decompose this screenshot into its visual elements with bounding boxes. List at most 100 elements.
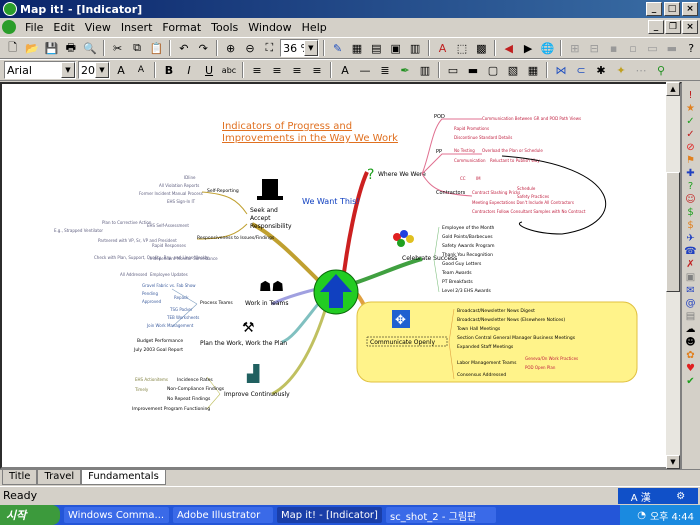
fill-icon[interactable]: ▥	[419, 63, 431, 77]
celebrate-label[interactable]: Celebrate Success	[402, 255, 457, 262]
palette-icon[interactable]: @	[685, 298, 696, 309]
seek-sub[interactable]: Responsiveness to Issues/Findings	[197, 235, 275, 241]
seek-resp-left[interactable]: E.g., Strapped Ventilator	[54, 228, 103, 233]
help-icon[interactable]: ?	[688, 41, 695, 55]
chevron-down-icon[interactable]: ▼	[61, 62, 75, 78]
size-combo[interactable]: 20 ▼	[78, 61, 110, 79]
contractor-tag[interactable]: Schedule	[517, 186, 536, 191]
palette-icon[interactable]: ♥	[686, 363, 695, 374]
ime-settings-icon[interactable]: ⚙	[676, 490, 686, 502]
improve-sub[interactable]: Non-Compliance Findings	[167, 386, 225, 392]
seek-self-item[interactable]: Former Incident Manual Process	[139, 191, 203, 196]
grow-font-icon[interactable]: A	[117, 63, 125, 77]
arrow-left-icon[interactable]: ◀	[504, 41, 513, 55]
copy-icon[interactable]: ⧉	[133, 41, 141, 54]
order-icon[interactable]: ▭	[647, 41, 658, 55]
communicate-item[interactable]: Labor Management Teams	[457, 360, 517, 366]
bold-icon[interactable]: B	[164, 63, 174, 77]
contractor-item[interactable]: Contract Slashing Pricks	[472, 190, 520, 195]
vertical-scrollbar[interactable]: ▲ ▼	[666, 82, 680, 469]
labor-tag[interactable]: Geneva/On Work Practices	[525, 356, 578, 361]
task-paint[interactable]: sc_shot_2 - 그림판	[386, 507, 496, 523]
shrink-font-icon[interactable]: A	[137, 65, 145, 75]
connector-icon[interactable]: ⊂	[576, 63, 586, 77]
seek-self-item[interactable]: EHS Sign-In IT	[167, 199, 196, 204]
seek-label-2[interactable]: Accept	[250, 215, 271, 222]
palette-icon[interactable]: ✓	[686, 129, 695, 140]
menu-file[interactable]: File	[25, 20, 44, 34]
teams-item[interactable]: Pending	[142, 291, 158, 296]
improve-left[interactable]: EHS Actionitems	[135, 377, 168, 382]
ungroup-icon[interactable]: ▫	[629, 41, 637, 55]
palette-icon[interactable]: !	[688, 90, 693, 101]
close-button[interactable]: ×	[682, 2, 698, 16]
tab-travel[interactable]: Travel	[37, 470, 82, 485]
font-combo[interactable]: Arial ▼	[4, 61, 76, 79]
menu-tools[interactable]: Tools	[211, 20, 239, 34]
communicate-item[interactable]: Section Central General Manager Business…	[457, 335, 576, 341]
teams-item[interactable]: Gravel Fabric vs. Fab Show	[142, 283, 196, 288]
contractor-item[interactable]: Meeting Expectations Don't Include All C…	[472, 200, 574, 205]
tab-title[interactable]: Title	[2, 470, 38, 485]
pp-item[interactable]: No Testing	[454, 148, 475, 153]
symbol-icon[interactable]: ⚲	[656, 63, 666, 77]
menu-window[interactable]: Window	[248, 20, 292, 34]
pp-item[interactable]: Communication	[454, 158, 486, 163]
palette-icon[interactable]: $	[687, 220, 694, 231]
scroll-thumb[interactable]	[666, 172, 680, 292]
underline-icon[interactable]: U	[204, 63, 214, 77]
seek-resp-left[interactable]: Partnered with VP, Sr, VP and President	[98, 238, 177, 243]
pod-item[interactable]: Communication Between GR and POD Path Vi…	[482, 116, 581, 121]
labor-tag[interactable]: POD Open Plan	[525, 365, 556, 370]
minimize-button[interactable]: _	[646, 2, 662, 16]
tray-icon[interactable]: ◔	[637, 509, 646, 521]
maximize-button[interactable]: □	[664, 2, 680, 16]
pp-item[interactable]: Rapid Promotions	[454, 126, 489, 131]
palette-icon[interactable]: ⚑	[686, 155, 695, 166]
pp-tag[interactable]: IM	[476, 176, 481, 181]
lock-icon[interactable]: ▬	[666, 41, 677, 55]
note-icon[interactable]: ▥	[409, 41, 421, 55]
table-icon[interactable]: ▦	[527, 63, 539, 77]
palette-icon[interactable]: ✚	[686, 168, 695, 179]
zoom-out-icon[interactable]: ⊖	[245, 41, 255, 55]
palette-icon[interactable]: ▤	[685, 311, 696, 322]
contractor-tag[interactable]: Safety Practices	[517, 194, 549, 199]
teams-item[interactable]: Join Work Management	[146, 323, 194, 328]
globe-icon[interactable]: 🌐	[540, 41, 555, 55]
doc-restore-button[interactable]: ❐	[665, 20, 681, 34]
text-style-icon[interactable]: A	[438, 41, 447, 55]
line-width-icon[interactable]: ≣	[380, 63, 390, 77]
teams-item[interactable]: TEB Worksheets	[166, 315, 199, 320]
palette-icon[interactable]: ✉	[686, 285, 695, 296]
zoom-combo[interactable]: 36 % ▼	[280, 39, 319, 57]
align-left-icon[interactable]: ≡	[252, 63, 262, 77]
palette-icon[interactable]: ⊘	[686, 142, 695, 153]
paste-icon[interactable]: 📋	[149, 41, 164, 55]
where-sub-contractors[interactable]: Contractors	[436, 190, 466, 196]
italic-icon[interactable]: I	[187, 63, 191, 77]
palette-icon[interactable]: ★	[686, 103, 695, 114]
communicate-label[interactable]: Communicate Openly	[370, 339, 435, 346]
align-center-icon[interactable]: ≡	[272, 63, 282, 77]
image-format-icon[interactable]: ▧	[507, 63, 519, 77]
distribute-icon[interactable]: ⊟	[589, 41, 599, 55]
relationship-arrow[interactable]	[501, 155, 606, 235]
palette-icon[interactable]: $	[687, 207, 694, 218]
scroll-down-icon[interactable]: ▼	[666, 455, 680, 469]
teams-sub[interactable]: Process Teams	[200, 300, 233, 306]
chevron-down-icon[interactable]: ▼	[303, 40, 318, 56]
pp-item[interactable]: Discontinue Standard Details	[454, 135, 512, 140]
palette-icon[interactable]: ✓	[686, 116, 695, 127]
task-illustrator[interactable]: Adobe Illustrator	[173, 507, 273, 523]
clock[interactable]: 오후 4:44	[649, 511, 694, 523]
ime-indicator[interactable]: A 漢 ⚙	[618, 488, 698, 504]
seek-resp-left[interactable]: Check with Plan, Support, Quality, Bay, …	[94, 255, 209, 260]
zoom-in-icon[interactable]: ⊕	[225, 41, 236, 55]
menu-edit[interactable]: Edit	[53, 20, 75, 34]
seek-resp-left[interactable]: All Addressed	[120, 272, 148, 277]
communicate-item[interactable]: Broadcast/Newsletter News Digest	[457, 308, 535, 314]
doc-minimize-button[interactable]: _	[648, 20, 664, 34]
plan-sub[interactable]: Budget Performance	[137, 338, 183, 344]
line-style-icon[interactable]: —	[359, 63, 371, 77]
